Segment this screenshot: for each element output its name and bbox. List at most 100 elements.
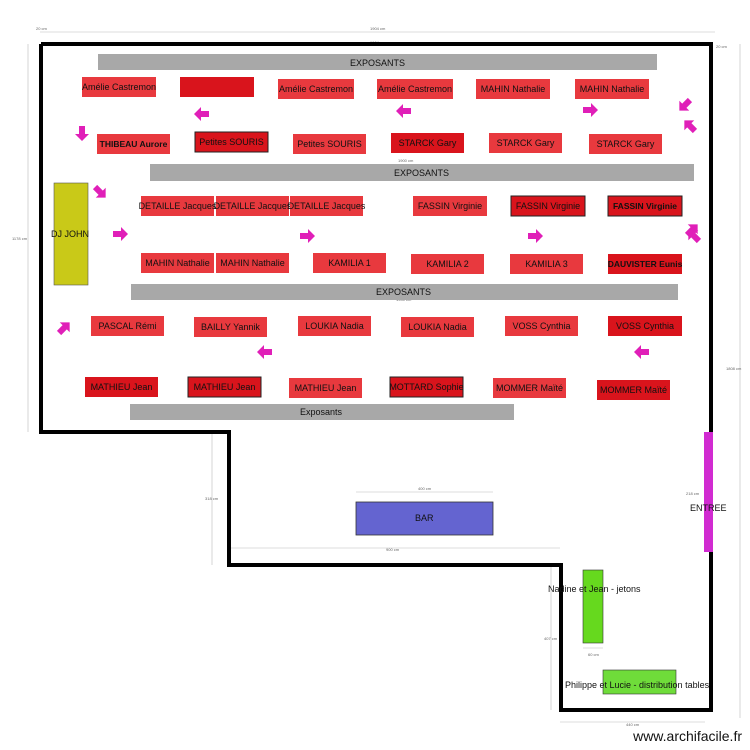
- direction-arrow-icon: [679, 97, 693, 111]
- stand-label: THIBEAU Aurore: [100, 139, 168, 149]
- stand-r5-2[interactable]: [194, 317, 267, 337]
- stand-label: STARCK Gary: [497, 138, 555, 148]
- direction-arrow-icon: [75, 126, 89, 141]
- arrows-group: [56, 97, 702, 359]
- jetons-table[interactable]: [582, 569, 604, 644]
- stand-label: KAMILIA 3: [525, 259, 568, 269]
- svg-text:440 cm: 440 cm: [626, 722, 640, 727]
- stand-r1-3[interactable]: [278, 79, 354, 99]
- aisle-top-label: EXPOSANTS: [350, 58, 405, 68]
- svg-text:400 cm: 400 cm: [418, 486, 432, 491]
- stand-r5-4[interactable]: [401, 317, 474, 337]
- stand-r3-4[interactable]: [413, 196, 487, 216]
- svg-text:407 cm: 407 cm: [544, 636, 558, 641]
- svg-text:218 cm: 218 cm: [686, 491, 700, 496]
- aisle-mid: [150, 164, 694, 181]
- stand-r6-3[interactable]: [289, 378, 362, 398]
- stand-r1-1[interactable]: [82, 77, 156, 97]
- stand-r4-1[interactable]: [141, 253, 214, 273]
- svg-text:20 cm: 20 cm: [36, 26, 48, 31]
- aisle-bottom-label: Exposants: [300, 407, 343, 417]
- svg-text:1904 cm: 1904 cm: [370, 26, 386, 31]
- stand-r5-6[interactable]: [608, 316, 682, 336]
- stand-label: DETAILLE Jacques: [288, 201, 366, 211]
- dimension-lines: [27, 31, 741, 723]
- direction-arrow-icon: [257, 345, 272, 359]
- stand-r6-1[interactable]: [85, 377, 158, 397]
- stand-label: PASCAL Rémi: [98, 321, 156, 331]
- dj-area[interactable]: [53, 182, 89, 286]
- direction-arrow-icon: [688, 230, 702, 244]
- stand-r5-1[interactable]: [91, 316, 164, 336]
- stand-r4-2[interactable]: [216, 253, 289, 273]
- stand-r2-6[interactable]: [589, 134, 662, 154]
- entrance-door[interactable]: [704, 432, 713, 552]
- stand-r1-6[interactable]: [575, 79, 649, 99]
- direction-arrow-icon: [396, 104, 411, 118]
- stand-label: BAILLY Yannik: [201, 322, 260, 332]
- stand-label: KAMILIA 1: [328, 258, 371, 268]
- bar-label: BAR: [415, 513, 434, 523]
- stand-label: Amélie Castremon: [378, 84, 452, 94]
- stand-label: FASSIN Virginie: [516, 201, 580, 211]
- stand-r6-6[interactable]: [597, 380, 670, 400]
- dimension-labels: 1904 cm 1904 cm 20 cm 20 cm 1178 cm 1808…: [12, 26, 742, 727]
- dj-label: DJ JOHN: [51, 229, 89, 239]
- svg-text:1900 cm: 1900 cm: [398, 158, 414, 163]
- stand-r2-5[interactable]: [489, 133, 562, 153]
- direction-arrow-icon: [113, 227, 128, 241]
- stand-r1-5[interactable]: [476, 79, 550, 99]
- stand-label: MOMMER Maïté: [600, 385, 667, 395]
- direction-arrow-icon: [92, 184, 106, 198]
- stand-label: FASSIN Virginie: [418, 201, 482, 211]
- stand-r4-5[interactable]: [510, 254, 583, 274]
- stand-r5-3[interactable]: [298, 316, 371, 336]
- stand-r2-2[interactable]: [194, 131, 269, 153]
- tables-distribution[interactable]: [602, 669, 677, 695]
- direction-arrow-icon: [583, 103, 598, 117]
- stand-label: DAUVISTER Eunis: [608, 259, 683, 269]
- stand-r3-3[interactable]: [290, 196, 363, 216]
- stand-r3-6[interactable]: [607, 195, 683, 217]
- stand-r2-4[interactable]: [391, 133, 464, 153]
- stand-r4-4[interactable]: [411, 254, 484, 274]
- stand-label: DETAILLE Jacques: [214, 201, 292, 211]
- direction-arrow-icon: [634, 345, 649, 359]
- stand-r4-6[interactable]: [608, 254, 682, 274]
- stand-label: FASSIN Virginie: [613, 201, 677, 211]
- stand-r2-1[interactable]: [97, 134, 170, 154]
- stand-r6-2[interactable]: [187, 376, 262, 398]
- stand-label: Amélie Castremon: [279, 84, 353, 94]
- aisle-bottom: [130, 404, 514, 420]
- stand-r3-2[interactable]: [216, 196, 289, 216]
- stand-label: MOMMER Maïté: [496, 383, 563, 393]
- stand-r6-5[interactable]: [493, 378, 566, 398]
- svg-text:318 cm: 318 cm: [205, 496, 219, 501]
- stand-r6-4[interactable]: [389, 376, 464, 398]
- stand-r2-3[interactable]: [293, 134, 366, 154]
- svg-text:1178 cm: 1178 cm: [12, 236, 28, 241]
- stand-label: MATHIEU Jean: [295, 383, 357, 393]
- stand-label: MATHIEU Jean: [194, 382, 256, 392]
- svg-text:60 cm: 60 cm: [588, 652, 600, 657]
- direction-arrow-icon: [684, 120, 698, 134]
- stand-label: Amélie Castremon: [82, 82, 156, 92]
- stand-r4-3[interactable]: [313, 253, 386, 273]
- stand-label: MAHIN Nathalie: [481, 84, 546, 94]
- stand-label: KAMILIA 2: [426, 259, 469, 269]
- stand-r5-5[interactable]: [505, 316, 578, 336]
- stand-r3-1[interactable]: [141, 196, 214, 216]
- stands-group: Amélie Castremon Amélie Castremon Amélie C…: [82, 77, 683, 400]
- direction-arrow-icon: [528, 229, 543, 243]
- svg-text:1808 cm: 1808 cm: [726, 366, 742, 371]
- stand-label: MAHIN Nathalie: [145, 258, 210, 268]
- direction-arrow-icon: [300, 229, 315, 243]
- bar-area[interactable]: [355, 501, 494, 536]
- stand-r3-5[interactable]: [510, 195, 586, 217]
- stand-label: LOUKIA Nadia: [305, 321, 364, 331]
- entrance-label: ENTREE: [690, 503, 727, 513]
- stand-label: STARCK Gary: [399, 138, 457, 148]
- stand-r1-2[interactable]: [180, 77, 254, 97]
- stand-r1-4[interactable]: [377, 79, 453, 99]
